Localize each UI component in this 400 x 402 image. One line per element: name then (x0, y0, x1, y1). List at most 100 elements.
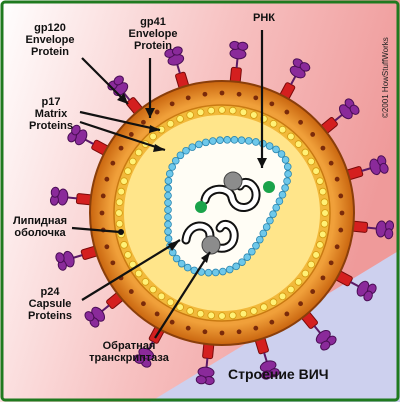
capsid-bead (165, 169, 174, 178)
matrix-bead (320, 198, 329, 207)
matrix-bead (287, 285, 295, 294)
lipid-bead (269, 101, 275, 107)
lipid-beads (99, 90, 345, 336)
lipid-bead (298, 301, 303, 307)
spike-knob-lobe (379, 162, 389, 174)
matrix-protein-beads (115, 106, 329, 320)
spike-knob-lobe (349, 104, 360, 115)
capsid-bead (272, 145, 280, 154)
envelope-spike (164, 46, 192, 96)
lipid-bead (328, 160, 334, 166)
capsid-bead (177, 259, 186, 268)
matrix-bead (312, 251, 320, 259)
capsid-bead (195, 140, 203, 149)
capsid-bead (265, 142, 274, 150)
label-rnk-line1: РНК (253, 12, 275, 24)
reverse-transcriptase-2 (201, 235, 221, 255)
matrix-bead (294, 140, 303, 148)
lipid-bead (202, 91, 208, 97)
label-p17-line1: p17 (41, 96, 61, 108)
capsid-bead (262, 223, 271, 231)
lipid-bead (310, 289, 316, 294)
matrix-bead (228, 311, 237, 320)
capsid-bead (164, 220, 172, 229)
matrix-bead (218, 312, 226, 320)
spike-knob-lobe (84, 311, 95, 322)
rna-strand-lower-core (183, 221, 237, 251)
capsid-bead (255, 235, 264, 244)
lipid-bead (236, 329, 242, 335)
matrix-bead (166, 119, 175, 128)
capsid-bead (277, 150, 286, 158)
spike-knob-lobe (320, 340, 331, 351)
lipid-bead (219, 90, 225, 96)
matrix-bead (120, 177, 128, 185)
spike-knob-lobe (71, 124, 81, 136)
lipid-bead (185, 325, 191, 331)
lipid-bead (185, 95, 191, 101)
spike-connector (263, 352, 268, 363)
matrix-bead (166, 298, 175, 307)
matrix-bead (157, 292, 166, 301)
label-gp41-line3: Protein (134, 40, 172, 52)
lipid-bead (110, 160, 116, 166)
spike-connector (66, 196, 77, 200)
spike-connector (235, 57, 239, 68)
matrix-bead (239, 108, 248, 117)
capsid-bead (201, 138, 210, 147)
capsid-protein-beads (164, 136, 292, 277)
spike-connector (361, 167, 372, 172)
capsid-bead (164, 234, 173, 243)
capsid-bead (171, 156, 180, 165)
capsid-bead (211, 268, 220, 277)
leader-arrowheads (117, 93, 267, 263)
label-gp120-line1: gp120 (34, 22, 66, 34)
lipid-bead (110, 260, 116, 266)
capsid-bead (259, 229, 268, 238)
envelope-spike (252, 330, 280, 380)
spike-connector (350, 281, 360, 288)
label-p24-line3: Proteins (27, 310, 72, 322)
matrix-bead (301, 269, 310, 278)
capsid-bead (252, 241, 260, 250)
label-lipid-line1: Липидная (12, 215, 68, 227)
capsid-bead (164, 177, 173, 185)
matrix-bead (316, 177, 324, 185)
label-p17-line3: Proteins (28, 120, 73, 132)
matrix-bead (307, 260, 316, 269)
integrase-dot-2 (195, 201, 207, 213)
label-lipid-line2: оболочка (14, 227, 66, 239)
matrix-bead (318, 230, 327, 239)
label-gp41-line2: Envelope (128, 28, 178, 40)
matrix-bead (115, 219, 124, 228)
spike-connector (100, 304, 110, 313)
capsid-bead (275, 197, 284, 206)
label-gp41: gp41 Envelope Protein (118, 16, 188, 52)
matrix-bead (316, 241, 324, 249)
lipid-bead (328, 260, 334, 266)
figure-title: Строение ВИЧ (228, 366, 329, 382)
spike-knob-lobe (171, 46, 183, 56)
matrix-bead (228, 106, 237, 115)
lipid-bead (202, 329, 208, 335)
spike-knob-lobe (363, 290, 373, 302)
label-gp120-line2: Envelope (25, 34, 75, 46)
spike-knob-lobe (55, 252, 65, 264)
lipid-bead (334, 244, 340, 250)
lipid-bead (253, 95, 259, 101)
matrix-bead (149, 132, 157, 141)
matrix-bead (124, 251, 132, 259)
lipid-bead (141, 119, 146, 125)
matrix-bead (149, 285, 157, 294)
capsid-bead (209, 137, 217, 145)
capsid-bead (243, 253, 252, 261)
capsid-bead (164, 227, 172, 236)
capsid-bead (272, 203, 281, 212)
matrix-bead (115, 209, 123, 217)
capsid-bead (244, 137, 253, 145)
capsid-bead (223, 136, 232, 144)
matrix-bead (176, 303, 184, 311)
lipid-bead (338, 227, 344, 233)
